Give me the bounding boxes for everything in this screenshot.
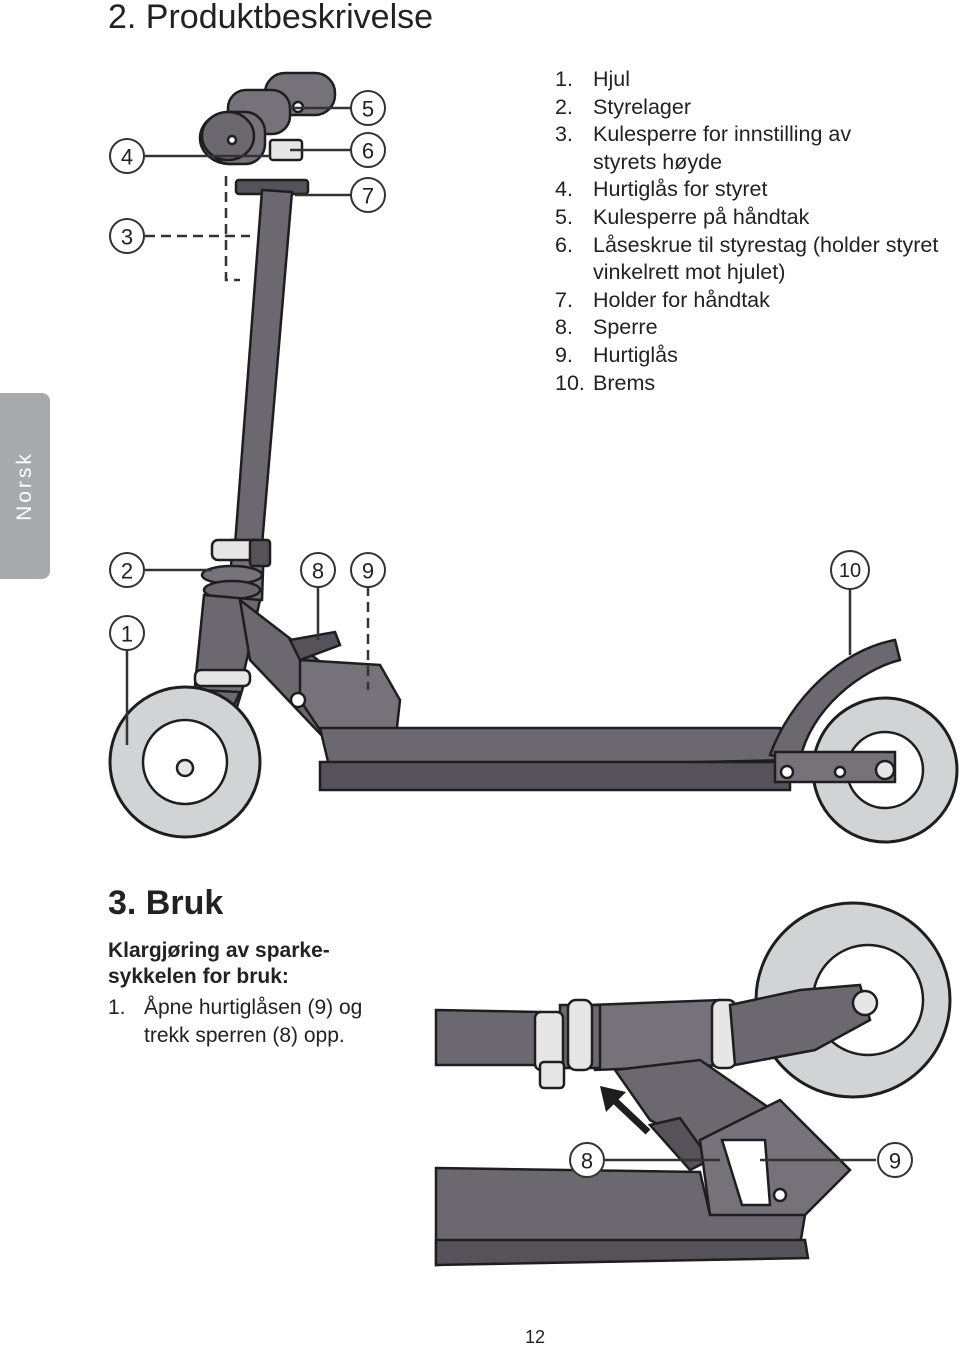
list-item: 4. Hurtiglås for styret [555,176,955,204]
svg-text:7: 7 [362,184,374,209]
usage-step: 1. Åpne hurtiglåsen (9) og trekk sperren… [108,994,408,1050]
list-item: 5. Kulesperre på håndtak [555,204,955,232]
item-text: Sperre [593,315,658,340]
usage-subheading: Klargjøring av sparke-sykkelen for bruk: [108,939,330,988]
section-title: 2. Produktbeskrivelse [108,0,434,36]
steering-stem [233,188,294,547]
svg-text:5: 5 [362,97,374,122]
callout-8-detail: 8 [569,1142,605,1178]
item-number: 6. [555,232,573,257]
svg-text:3: 3 [121,225,133,250]
parts-list: 1. Hjul 2. Styrelager 3. Kulesperre for inn… [555,66,955,397]
list-item: 10. Brems [555,370,955,398]
item-text: Holder for håndtak [593,287,770,312]
item-text: Hurtiglås [593,342,678,367]
svg-text:2: 2 [121,559,133,584]
item-number: 4. [555,177,573,202]
svg-text:9: 9 [889,1149,901,1174]
svg-text:6: 6 [362,139,374,164]
callout-7: 7 [350,177,386,213]
item-text: Låseskrue til styrestag (holder styret v… [593,232,939,285]
list-item: 8. Sperre [555,314,955,342]
item-number: 9. [555,342,573,367]
page-number: 12 [524,1327,546,1347]
callout-9-detail: 9 [877,1142,913,1178]
item-text: Kulesperre for innstilling av styrets hø… [593,122,852,174]
list-item: 1. Hjul [555,66,955,94]
front-wheel [108,685,262,839]
item-text: Hjul [593,67,631,91]
list-item: 2. Styrelager [555,94,955,122]
callout-3: 3 [109,218,145,254]
folding-detail-diagram: 8 9 [434,901,952,1267]
list-item: 6. Låseskrue til styrestag (holder styret… [555,232,955,287]
step-text: Åpne hurtiglåsen (9) og trekk sperren (8… [144,996,363,1047]
handlebar-clamp [234,138,310,196]
language-tab: Norsk [0,393,50,579]
list-item: 9. Hurtiglås [555,342,955,370]
list-item: 3. Kulesperre for innstilling av styrets … [555,121,955,176]
item-text: Brems [593,370,656,395]
usage-title: 3. Bruk [108,884,224,922]
list-item: 7. Holder for håndtak [555,287,955,315]
svg-text:9: 9 [362,559,374,584]
callout-9: 9 [350,552,386,588]
item-text: Hurtiglås for styret [593,177,768,202]
callout-6: 6 [350,132,386,168]
item-text: Styrelager [593,94,691,119]
item-number: 2. [555,94,573,119]
item-number: 10. [555,370,585,395]
item-number: 3. [555,122,573,147]
item-text: Kulesperre på håndtak [593,204,810,229]
svg-text:8: 8 [312,559,324,584]
item-number: 7. [555,287,573,312]
svg-text:8: 8 [581,1149,593,1174]
callout-5: 5 [350,90,386,126]
item-number: 5. [555,204,573,229]
callout-8: 8 [300,552,336,588]
item-number: 1. [555,67,573,91]
handlebar [198,71,337,166]
latch [288,630,342,662]
callout-10: 10 [830,550,870,590]
callout-1: 1 [109,615,145,651]
svg-text:1: 1 [121,622,133,647]
svg-text:10: 10 [839,560,861,582]
callout-4: 4 [109,138,145,174]
item-number: 8. [555,315,573,340]
callout-2: 2 [109,552,145,588]
step-number: 1. [108,996,126,1019]
brake [768,638,902,762]
svg-text:4: 4 [121,145,133,170]
